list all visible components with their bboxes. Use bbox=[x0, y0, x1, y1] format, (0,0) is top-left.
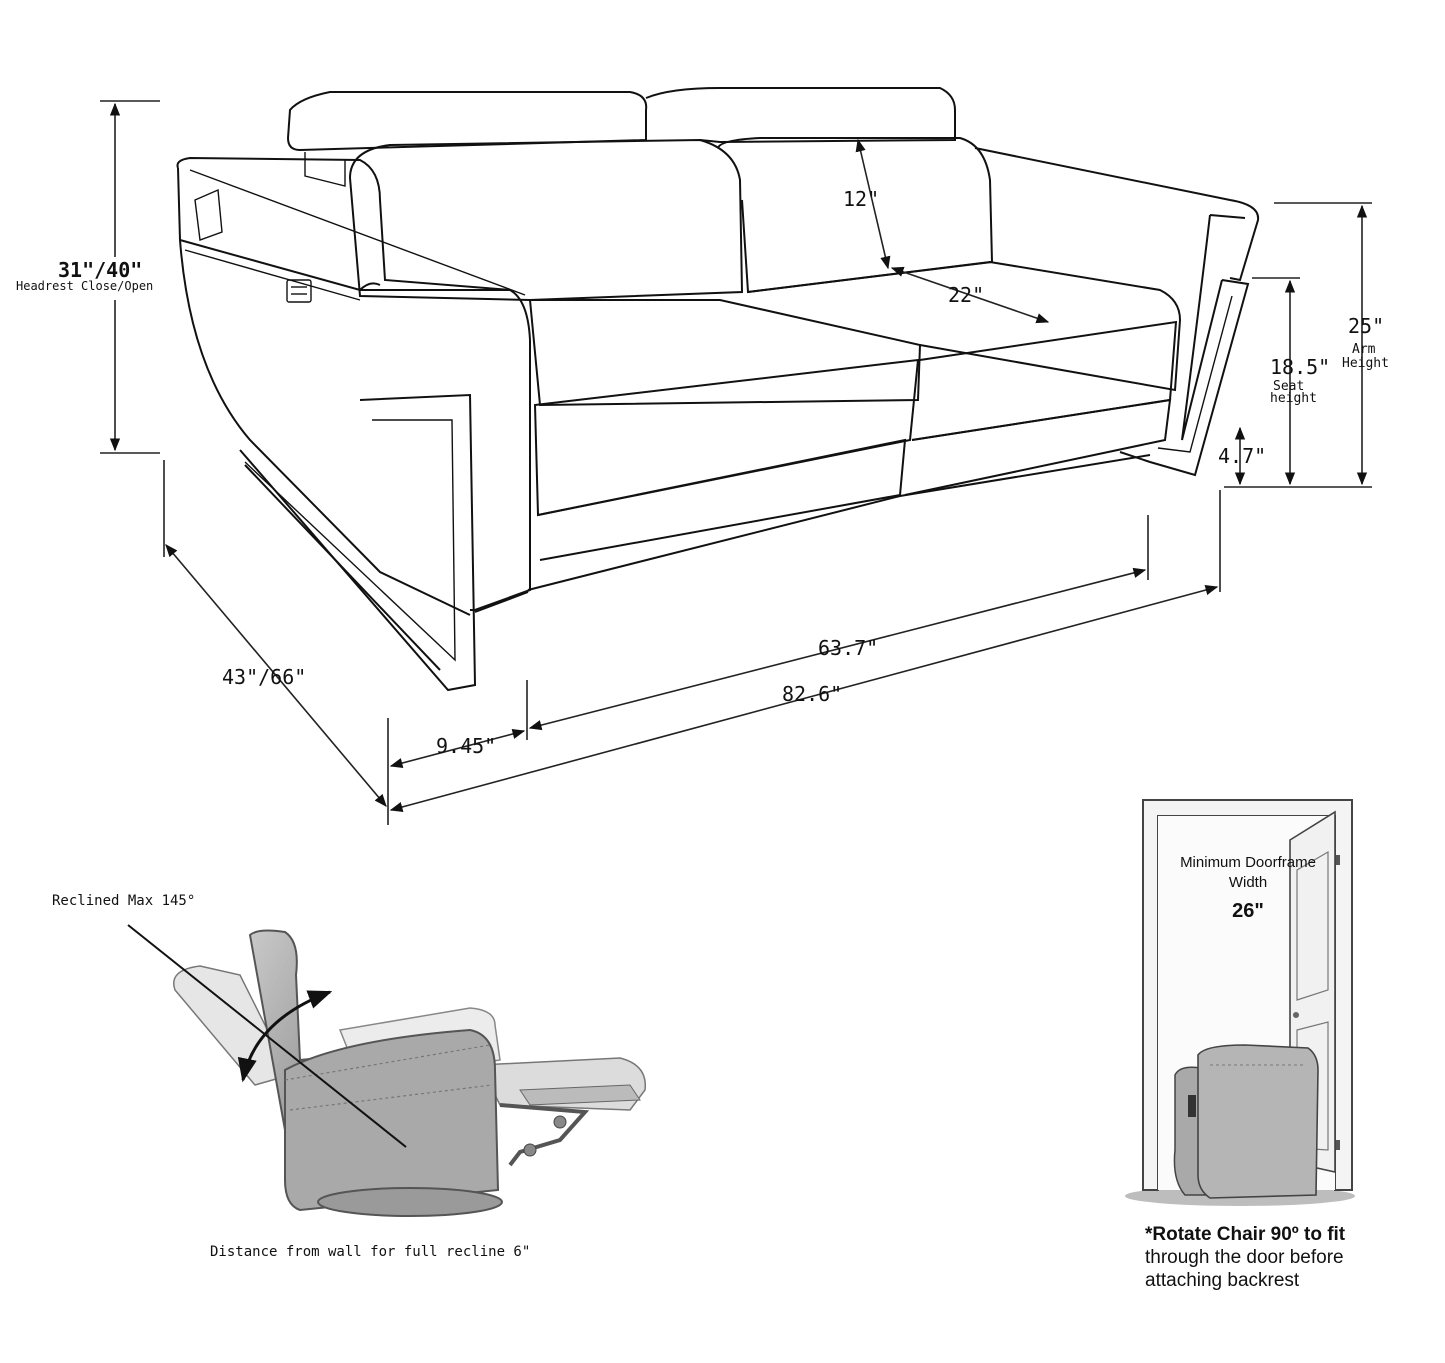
headrest-note-label: Headrest Close/Open bbox=[16, 279, 153, 293]
wall-distance-note: Distance from wall for full recline 6" bbox=[210, 1244, 530, 1260]
seat-width-label: 63.7" bbox=[818, 636, 878, 660]
rotate-note-line3: attaching backrest bbox=[1145, 1270, 1300, 1291]
seat-depth-label: 22" bbox=[948, 283, 984, 307]
depth-label: 43"/66" bbox=[222, 665, 306, 689]
dimension-lines bbox=[100, 100, 1372, 825]
seat-height-label-1: Seat bbox=[1273, 379, 1304, 394]
dimension-labels: 31"/40" Headrest Close/Open 12" 22" 25" … bbox=[16, 187, 1389, 758]
arm-height-label-2: Height bbox=[1342, 356, 1389, 371]
total-width-label: 82.6" bbox=[782, 682, 842, 706]
rotate-note-line2: through the door before bbox=[1145, 1247, 1344, 1268]
back-height-label: 12" bbox=[843, 187, 879, 211]
arm-height-label-1: Arm bbox=[1352, 342, 1376, 357]
recliner-illustration: Reclined Max 145° Distance from wall for… bbox=[52, 893, 647, 1260]
door-illustration: Minimum Doorframe Width 26" *Rotate Chai… bbox=[1125, 799, 1355, 1291]
doorframe-title-line2: Width bbox=[1229, 874, 1267, 891]
seat-height-value: 18.5" bbox=[1270, 355, 1330, 379]
doorframe-width-value: 26" bbox=[1232, 900, 1264, 922]
leg-clearance-label: 4.7" bbox=[1218, 444, 1266, 468]
sofa-drawing bbox=[176, 87, 1260, 692]
seat-height-label-2: height bbox=[1270, 391, 1317, 406]
recline-angle-label: Reclined Max 145° bbox=[52, 893, 195, 909]
arm-width-label: 9.45" bbox=[436, 734, 496, 758]
doorframe-title-line1: Minimum Doorframe bbox=[1180, 854, 1316, 871]
headrest-height-label: 31"/40" bbox=[58, 258, 142, 282]
arm-height-value: 25" bbox=[1348, 314, 1384, 338]
rotate-note-line1: *Rotate Chair 90º to fit bbox=[1145, 1224, 1346, 1245]
